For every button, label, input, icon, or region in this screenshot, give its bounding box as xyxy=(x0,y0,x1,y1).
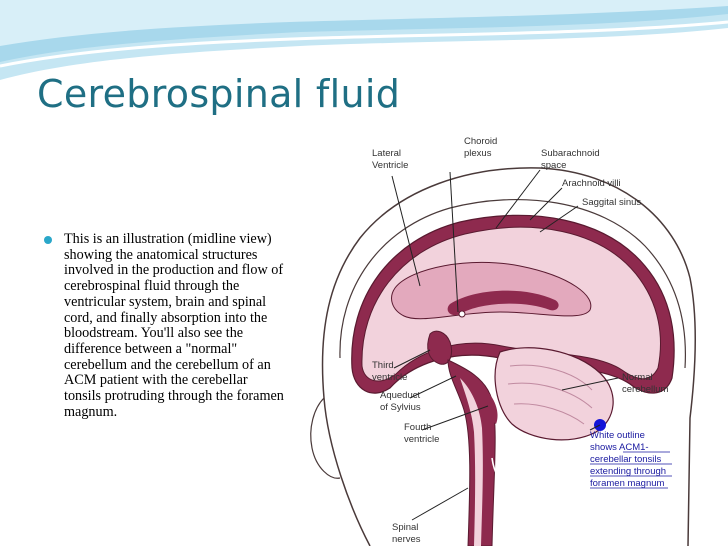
label-normal-cerebellum-line2: cerebellum xyxy=(622,384,669,395)
label-choroid-plexus-line2: plexus xyxy=(464,148,492,159)
label-choroid-plexus-line1: Choroid xyxy=(464,136,497,147)
label-aqueduct-line1: Aqueduct xyxy=(380,390,421,401)
label-arachnoid-villi: Arachnoid villi xyxy=(562,178,621,189)
label-spinal-nerves-line1: Spinal xyxy=(392,522,418,533)
label-aqueduct-line2: of Sylvius xyxy=(380,402,421,413)
cerebellum xyxy=(494,347,614,441)
label-spinal-nerves-line2: nerves xyxy=(392,534,421,545)
label-third-ventricle-line1: Third xyxy=(372,360,394,371)
label-third-ventricle-line2: ventricle xyxy=(372,372,407,383)
label-white-outline-line4: extending through xyxy=(590,466,666,477)
brainstem xyxy=(447,359,496,546)
bullet-dot-icon xyxy=(44,236,52,244)
label-fourth-ventricle-line1: Fourth xyxy=(404,422,431,433)
fourth-ventricle xyxy=(486,390,498,424)
csf-anatomy-diagram: Lateral Ventricle Choroid plexus Subarac… xyxy=(310,136,696,546)
header-wave-decoration xyxy=(0,0,728,80)
bullet-text: This is an illustration (midline view) s… xyxy=(64,231,284,420)
third-ventricle xyxy=(427,330,453,365)
tonsil-white-outline xyxy=(491,423,509,482)
label-fourth-ventricle-line2: ventricle xyxy=(404,434,439,445)
label-white-outline-line1: White outline xyxy=(590,430,645,441)
label-white-outline-line2: shows ACM1- xyxy=(590,442,649,453)
label-lateral-ventricle-line1: Lateral xyxy=(372,148,401,159)
slide-title: Cerebrospinal fluid xyxy=(37,72,401,116)
spinal-cord xyxy=(460,378,483,546)
skull-outline xyxy=(339,199,687,369)
label-normal-cerebellum-line1: Normal xyxy=(622,372,653,383)
label-white-outline-line3: cerebellar tonsils xyxy=(590,454,662,465)
choroid-plexus-marker xyxy=(458,310,466,318)
label-saggital-sinus: Saggital sinus xyxy=(582,197,641,208)
label-subarachnoid-line2: space xyxy=(541,160,566,171)
label-subarachnoid-line1: Subarachnoid xyxy=(541,148,600,159)
label-lateral-ventricle-line2: Ventricle xyxy=(372,160,408,171)
corpus-callosum xyxy=(447,290,559,316)
head-outline xyxy=(321,167,696,546)
label-white-outline-line5: foramen magnum xyxy=(590,478,665,489)
face-profile xyxy=(310,397,341,479)
